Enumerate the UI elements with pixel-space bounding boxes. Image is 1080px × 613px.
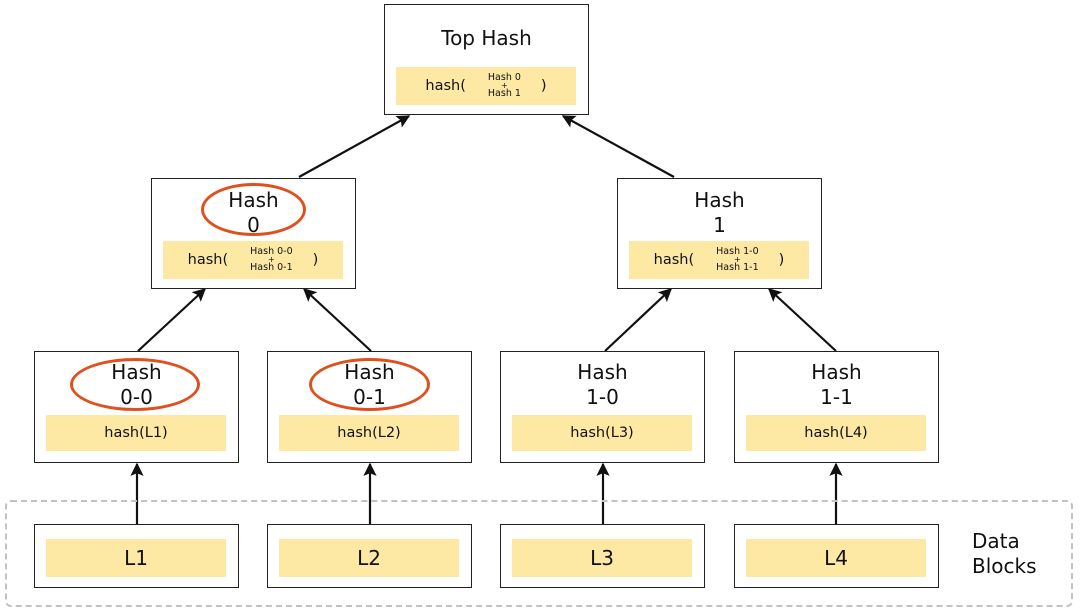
data-block-label: L3 (512, 539, 692, 577)
hash-0-formula: hash( Hash 0-0 + Hash 0-1 ) (163, 241, 343, 279)
arrow-hash00-to-hash0 (137, 288, 206, 352)
data-block-label: L1 (46, 539, 226, 577)
data-block-l1: L1 (34, 524, 239, 588)
hash-function-label: hash( (653, 252, 695, 268)
hash-0-0-formula: hash(L1) (46, 415, 226, 451)
data-block-l2: L2 (267, 524, 472, 588)
hash-1-1-formula: hash(L4) (746, 415, 926, 451)
top-hash-title: Top Hash (441, 26, 532, 50)
input-b: Hash 1-1 (716, 262, 759, 273)
plus-sign: + (501, 81, 508, 90)
arrow-hash1-to-top (561, 115, 675, 178)
data-block-l3: L3 (500, 524, 705, 588)
highlight-ring-hash-0-0 (70, 358, 200, 411)
top-hash-node: Top Hash hash( Hash 0 + Hash 1 ) (384, 4, 589, 115)
input-a: Hash 0 (487, 72, 521, 83)
arrow-hash10-to-hash1 (604, 288, 672, 352)
arrow-hash0-to-top (298, 115, 411, 178)
arrow-hash11-to-hash1 (768, 288, 837, 352)
highlight-ring-hash-0 (201, 183, 306, 236)
hash-1-formula: hash( Hash 1-0 + Hash 1-1 ) (629, 241, 809, 279)
data-block-label: L2 (279, 539, 459, 577)
data-blocks-frame (5, 500, 1073, 607)
data-block-label: L4 (746, 539, 926, 577)
hash-inputs: Hash 0 + Hash 1 (488, 73, 521, 99)
input-a: Hash 1-0 (716, 246, 759, 257)
hash-inputs: Hash 0-0 + Hash 0-1 (250, 247, 292, 273)
data-blocks-label: Data Blocks (972, 529, 1037, 578)
input-b: Hash 0-1 (250, 262, 293, 273)
closing-paren: ) (540, 78, 547, 94)
input-b: Hash 1 (487, 88, 521, 99)
arrow-hash01-to-hash0 (303, 288, 372, 352)
highlight-ring-hash-0-1 (309, 358, 430, 411)
hash-inputs: Hash 1-0 + Hash 1-1 (716, 247, 758, 273)
top-hash-formula: hash( Hash 0 + Hash 1 ) (396, 67, 576, 105)
data-block-l4: L4 (734, 524, 939, 588)
hash-0-1-formula: hash(L2) (279, 415, 459, 451)
hash-function-label: hash( (187, 252, 229, 268)
closing-paren: ) (778, 252, 785, 268)
hash-1-0-formula: hash(L3) (512, 415, 692, 451)
hash-function-label: hash( (425, 78, 466, 94)
plus-sign: + (734, 255, 741, 264)
plus-sign: + (268, 255, 275, 264)
closing-paren: ) (312, 252, 319, 268)
input-a: Hash 0-0 (250, 246, 293, 257)
